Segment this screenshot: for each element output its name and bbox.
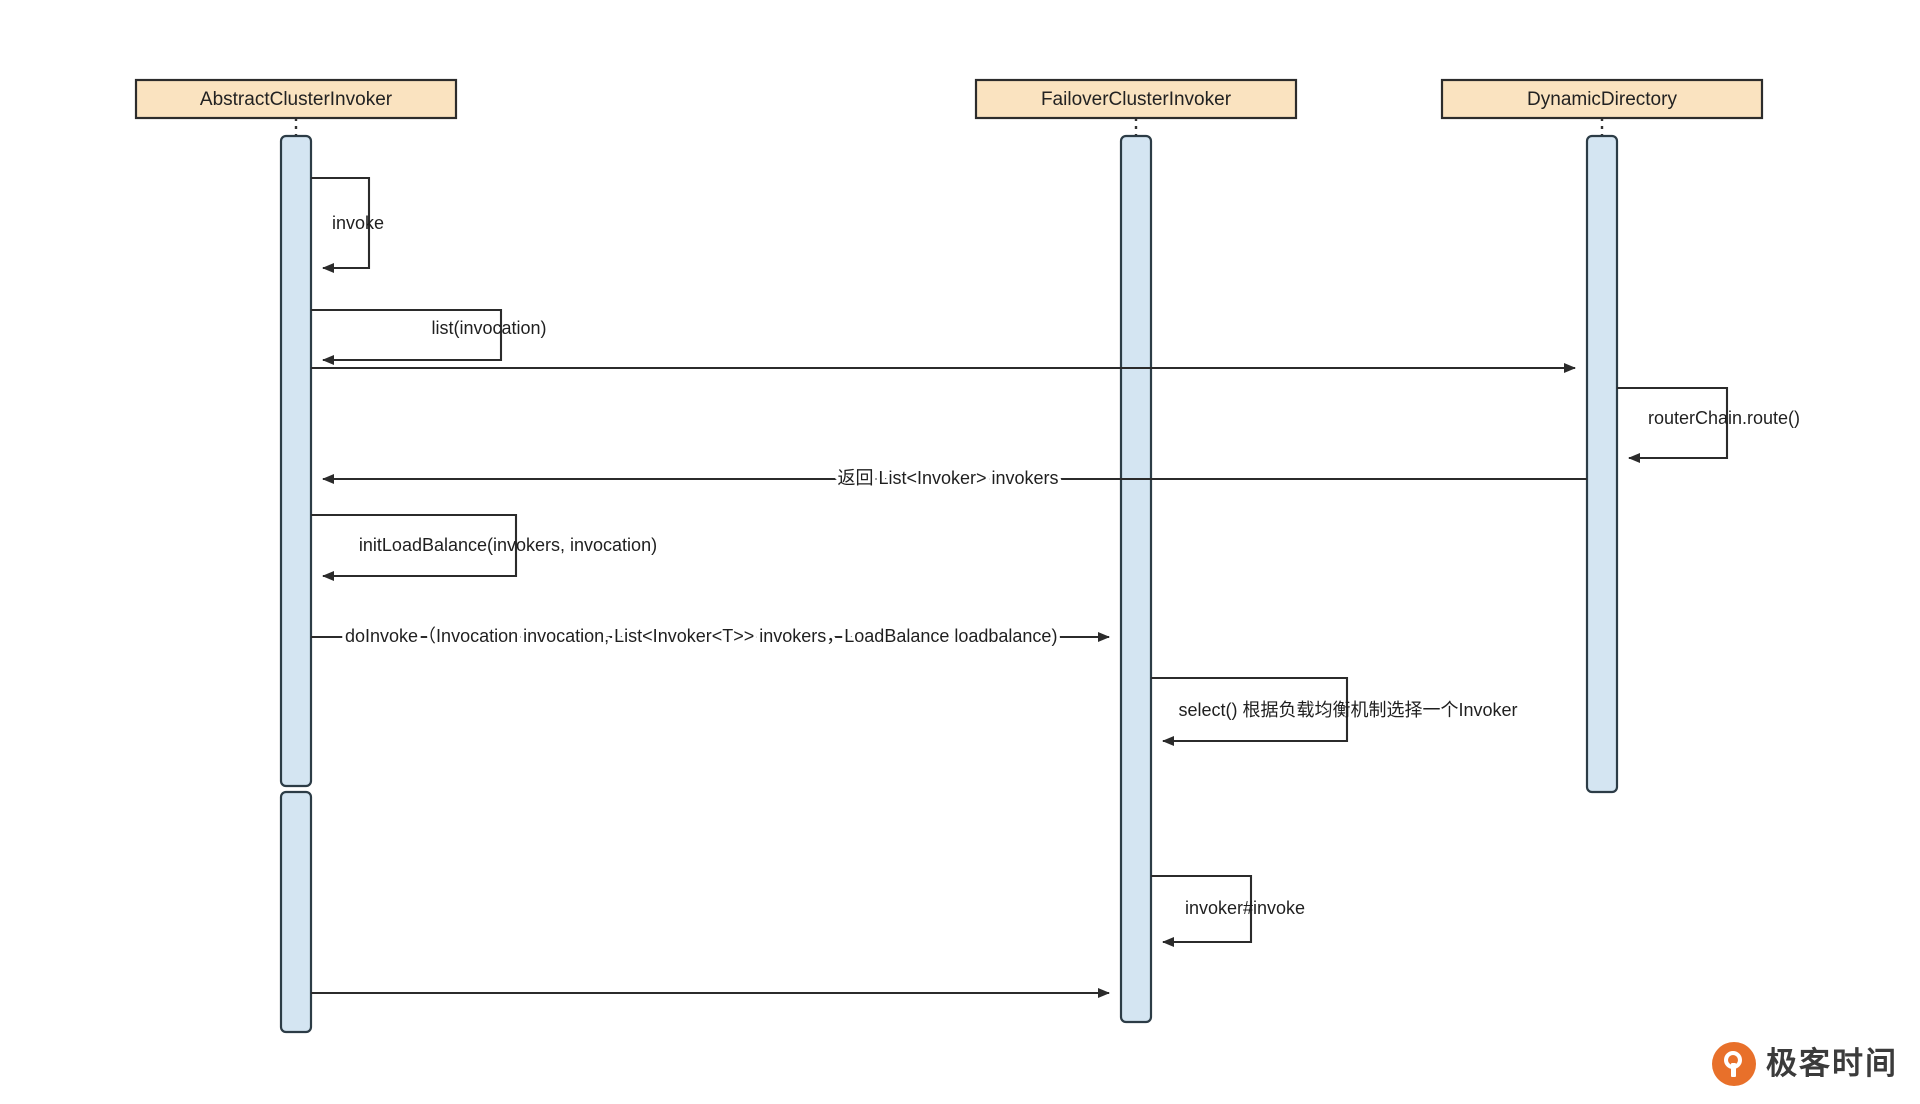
participant-label: AbstractClusterInvoker xyxy=(200,89,393,110)
participant-box[interactable] xyxy=(974,78,1298,120)
activation-bar-dynamic-directory xyxy=(1585,134,1619,794)
message-label-return-invokers: 返回 List<Invoker> invokers xyxy=(837,468,1058,488)
participant-dynamic-directory[interactable]: DynamicDirectory xyxy=(1440,78,1764,120)
message-router-chain-route: routerChain.route() xyxy=(1617,386,1800,463)
self-message-path xyxy=(1151,676,1349,746)
message-label-init-load-balance: initLoadBalance(invokers, invocation) xyxy=(359,535,657,555)
self-message-path xyxy=(1151,874,1253,947)
message-label-select-invoker: select() 根据负载均衡机制选择一个Invoker xyxy=(1178,700,1517,720)
messages-layer: invoke list(invocation) routerChain.route(… xyxy=(311,176,1800,998)
message-do-invoke: doInvoke（Invocation invocation, List<Inv… xyxy=(311,622,1110,649)
geektime-brand-label: 极客时间 xyxy=(1766,1045,1898,1082)
self-message-path xyxy=(311,308,503,365)
message-label-invoke: invoke xyxy=(332,213,384,233)
message-label-invoker-invoke: invoker#invoke xyxy=(1185,898,1305,918)
activation-bar-failover-cluster-invoker xyxy=(1119,134,1153,1024)
message-list-invocation: list(invocation) xyxy=(311,308,547,365)
self-message-path xyxy=(311,513,518,581)
participants-layer: AbstractClusterInvoker FailoverClusterInv… xyxy=(134,78,1764,120)
self-message-path xyxy=(1617,386,1729,463)
message-invoker-invoke: invoker#invoke xyxy=(1151,874,1305,947)
activation-bar-abstract-cluster-invoker xyxy=(279,790,313,1034)
participant-box[interactable] xyxy=(134,78,458,120)
activations-layer xyxy=(279,134,1619,1034)
participant-box[interactable] xyxy=(1440,78,1764,120)
participant-label: FailoverClusterInvoker xyxy=(1041,89,1232,110)
participant-abstract-cluster-invoker[interactable]: AbstractClusterInvoker xyxy=(134,78,458,120)
lifelines-layer xyxy=(294,118,1604,136)
message-init-load-balance: initLoadBalance(invokers, invocation) xyxy=(311,513,657,581)
message-label-list-invocation: list(invocation) xyxy=(431,318,546,338)
message-return-invokers: 返回 List<Invoker> invokers xyxy=(322,464,1587,491)
self-message-path xyxy=(311,176,371,273)
geektime-watermark: 极客时间 xyxy=(1712,1042,1898,1086)
participant-failover-cluster-invoker[interactable]: FailoverClusterInvoker xyxy=(974,78,1298,120)
activation-bar-abstract-cluster-invoker xyxy=(279,134,313,788)
message-invoke: invoke xyxy=(311,176,384,273)
message-label-router-chain-route: routerChain.route() xyxy=(1648,408,1800,428)
participant-label: DynamicDirectory xyxy=(1527,89,1677,110)
message-label-do-invoke: doInvoke（Invocation invocation, List<Inv… xyxy=(345,626,1057,646)
geektime-logo-icon xyxy=(1712,1042,1756,1086)
message-select-invoker: select() 根据负载均衡机制选择一个Invoker xyxy=(1151,676,1518,746)
